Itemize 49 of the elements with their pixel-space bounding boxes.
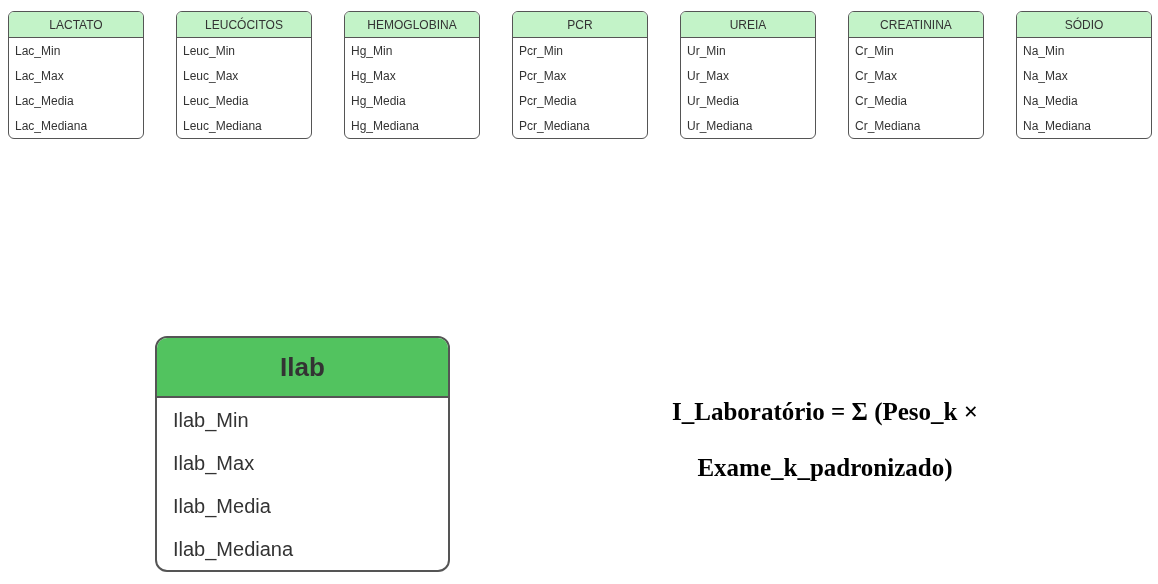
entity-table xyxy=(176,11,312,139)
entity-table xyxy=(848,11,984,139)
field-name: Ur_Min xyxy=(686,42,727,60)
field-name: Hg_Media xyxy=(350,92,407,110)
entity-table xyxy=(680,11,816,139)
field-name: Hg_Max xyxy=(350,67,397,85)
field-name: Lac_Media xyxy=(14,92,75,110)
field-name: Cr_Mediana xyxy=(854,117,922,135)
field-name: Leuc_Media xyxy=(182,92,250,110)
field-name: Leuc_Mediana xyxy=(182,117,263,135)
table-header: SÓDIO xyxy=(1017,12,1151,38)
field-name: Cr_Media xyxy=(854,92,909,110)
field-name: Leuc_Max xyxy=(182,67,240,85)
table-header: CREATININA xyxy=(849,12,983,38)
table-header: LEUCÓCITOS xyxy=(177,12,311,38)
field-name: Pcr_Media xyxy=(518,92,578,110)
entity-table xyxy=(512,11,648,139)
field-name: Pcr_Mediana xyxy=(518,117,591,135)
field-name: Ilab_Min xyxy=(172,407,250,434)
field-name: Cr_Min xyxy=(854,42,895,60)
field-name: Hg_Min xyxy=(350,42,394,60)
field-name: Lac_Max xyxy=(14,67,65,85)
field-name: Na_Min xyxy=(1022,42,1066,60)
field-name: Leuc_Min xyxy=(182,42,237,60)
field-name: Ilab_Media xyxy=(172,493,272,520)
table-header: Ilab xyxy=(157,338,448,398)
field-name: Pcr_Max xyxy=(518,67,568,85)
table-header: UREIA xyxy=(681,12,815,38)
table-header: HEMOGLOBINA xyxy=(345,12,479,38)
field-name: Ilab_Mediana xyxy=(172,536,295,563)
table-header: PCR xyxy=(513,12,647,38)
field-name: Lac_Min xyxy=(14,42,62,60)
entity-table xyxy=(155,336,450,572)
entity-table xyxy=(344,11,480,139)
field-name: Ur_Mediana xyxy=(686,117,754,135)
table-header: LACTATO xyxy=(9,12,143,38)
field-name: Ur_Max xyxy=(686,67,730,85)
field-name: Ur_Media xyxy=(686,92,741,110)
field-name: Lac_Mediana xyxy=(14,117,89,135)
field-name: Pcr_Min xyxy=(518,42,564,60)
field-name: Hg_Mediana xyxy=(350,117,421,135)
field-name: Na_Media xyxy=(1022,92,1079,110)
field-name: Ilab_Max xyxy=(172,450,256,477)
entity-table xyxy=(8,11,144,139)
field-name: Na_Max xyxy=(1022,67,1069,85)
entity-table xyxy=(1016,11,1152,139)
field-name: Na_Mediana xyxy=(1022,117,1093,135)
formula-text: I_Laboratório = Σ (Peso_k × Exame_k_padronizado) xyxy=(671,397,979,484)
field-name: Cr_Max xyxy=(854,67,898,85)
